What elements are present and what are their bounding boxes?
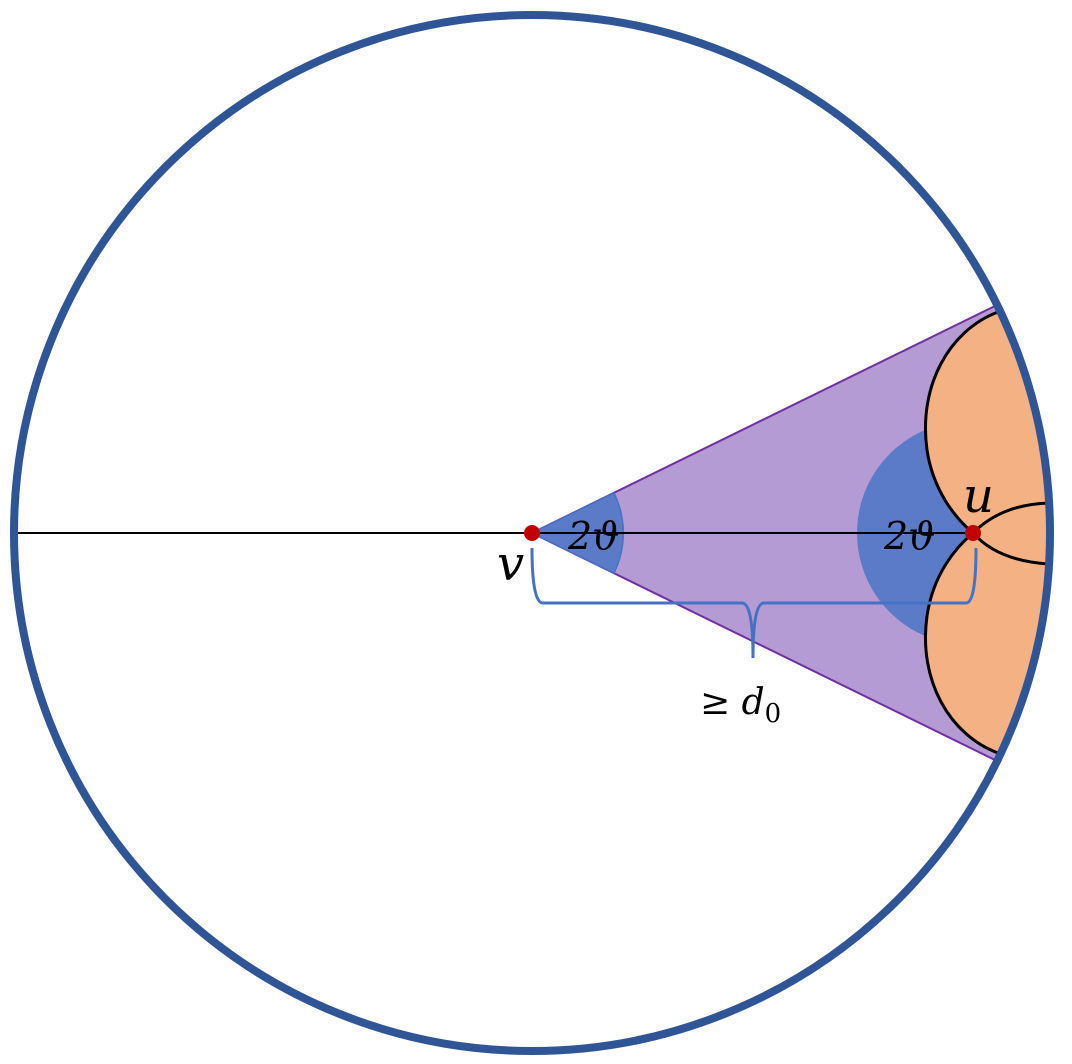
point-u	[965, 525, 981, 541]
distance-brace	[530, 547, 978, 659]
upper-boundary-arc	[924, 310, 999, 535]
label-u: u	[963, 468, 994, 524]
lower-boundary-arc	[924, 531, 999, 755]
outer-circle	[10, 11, 1054, 1055]
distance-prefix: ≥	[700, 682, 742, 723]
label-v: v	[497, 536, 524, 592]
angle-label-u: 2ϑ	[883, 514, 935, 558]
boundary-region	[925, 312, 1048, 753]
distance-subscript: 0	[765, 699, 782, 729]
distance-label: ≥ d0	[700, 682, 781, 729]
angle-label-v: 2ϑ	[567, 514, 619, 558]
distance-symbol: d	[742, 682, 765, 723]
point-v	[524, 525, 540, 541]
